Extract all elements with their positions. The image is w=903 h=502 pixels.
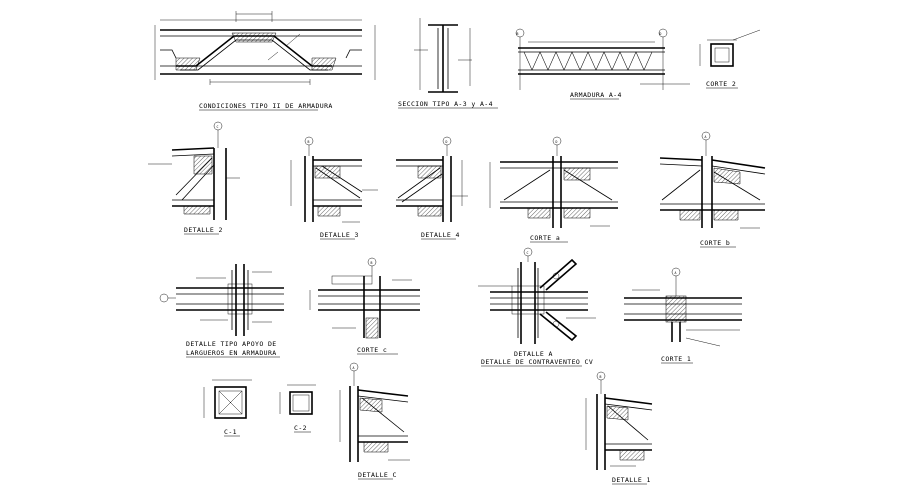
detalle2-label: DETALLE 2 <box>184 226 223 234</box>
c2-label: C-2 <box>294 424 307 432</box>
corte2-label: CORTE 2 <box>706 80 736 88</box>
armadura-a4-drawing <box>515 28 690 90</box>
detalle4-bubble: D <box>446 140 448 144</box>
detalle2-drawing <box>148 121 240 220</box>
armadura-a4-left-bubble: B <box>517 32 519 36</box>
detalle3-drawing <box>290 136 378 223</box>
detalle1-label: DETALLE 1 <box>612 476 651 484</box>
seccion-a3-a4-drawing <box>414 18 472 93</box>
detalle4-drawing <box>396 136 468 222</box>
corte-a-label: CORTE a <box>530 234 560 242</box>
detalle4-label: DETALLE 4 <box>421 231 460 239</box>
armadura-a4-label: ARMADURA A-4 <box>570 91 622 99</box>
detalle1-drawing <box>585 371 653 470</box>
corte-a-drawing <box>489 136 618 228</box>
detalle-c-drawing <box>339 362 410 462</box>
detalle-tipo-apoyo-drawing <box>159 264 284 336</box>
corte-c-label: CORTE c <box>357 346 387 354</box>
detalle-c-bubble: A <box>353 366 355 370</box>
corte-b-label: CORTE b <box>700 239 730 247</box>
corte2-drawing <box>699 29 761 67</box>
armadura-tipo2-drawing <box>154 11 376 85</box>
detalle2-bubble: C <box>217 125 219 129</box>
corte-c-drawing <box>309 257 420 339</box>
corte1-drawing <box>624 267 742 347</box>
detalle-c-label: DETALLE C <box>358 471 397 479</box>
c1-label: C-1 <box>224 428 237 436</box>
c1-drawing <box>203 379 252 419</box>
detalle-tipo-label-line1: DETALLE TIPO APOYO DE <box>186 340 277 348</box>
corte-c-bubble: B <box>371 261 373 265</box>
corte1-label: CORTE 1 <box>661 355 691 363</box>
seccion-label: SECCION TIPO A-3 y A-4 <box>398 100 493 108</box>
detalle-a-label-line2: DETALLE DE CONTRAVENTEO CV <box>481 358 593 366</box>
detalle-a-label-line1: DETALLE A <box>514 350 553 358</box>
corte-b-drawing <box>659 131 766 229</box>
detalle-a-drawing <box>478 247 596 344</box>
detalle1-bubble: B <box>600 375 602 379</box>
corte-a-bubble: D <box>556 140 558 144</box>
detalle3-label: DETALLE 3 <box>320 231 359 239</box>
detalle-a-bubble: C <box>527 251 529 255</box>
c2-drawing <box>279 384 316 415</box>
armadura-tipo2-label: CONDICIONES TIPO II DE ARMADURA <box>199 102 333 110</box>
armadura-a4-right-bubble: D <box>660 32 662 36</box>
detalle3-bubble: B <box>308 140 310 144</box>
corte-b-bubble: A <box>705 135 707 139</box>
corte1-bubble: A <box>675 271 677 275</box>
detalle-tipo-label-line2: LARGUEROS EN ARMADURA <box>186 349 277 357</box>
